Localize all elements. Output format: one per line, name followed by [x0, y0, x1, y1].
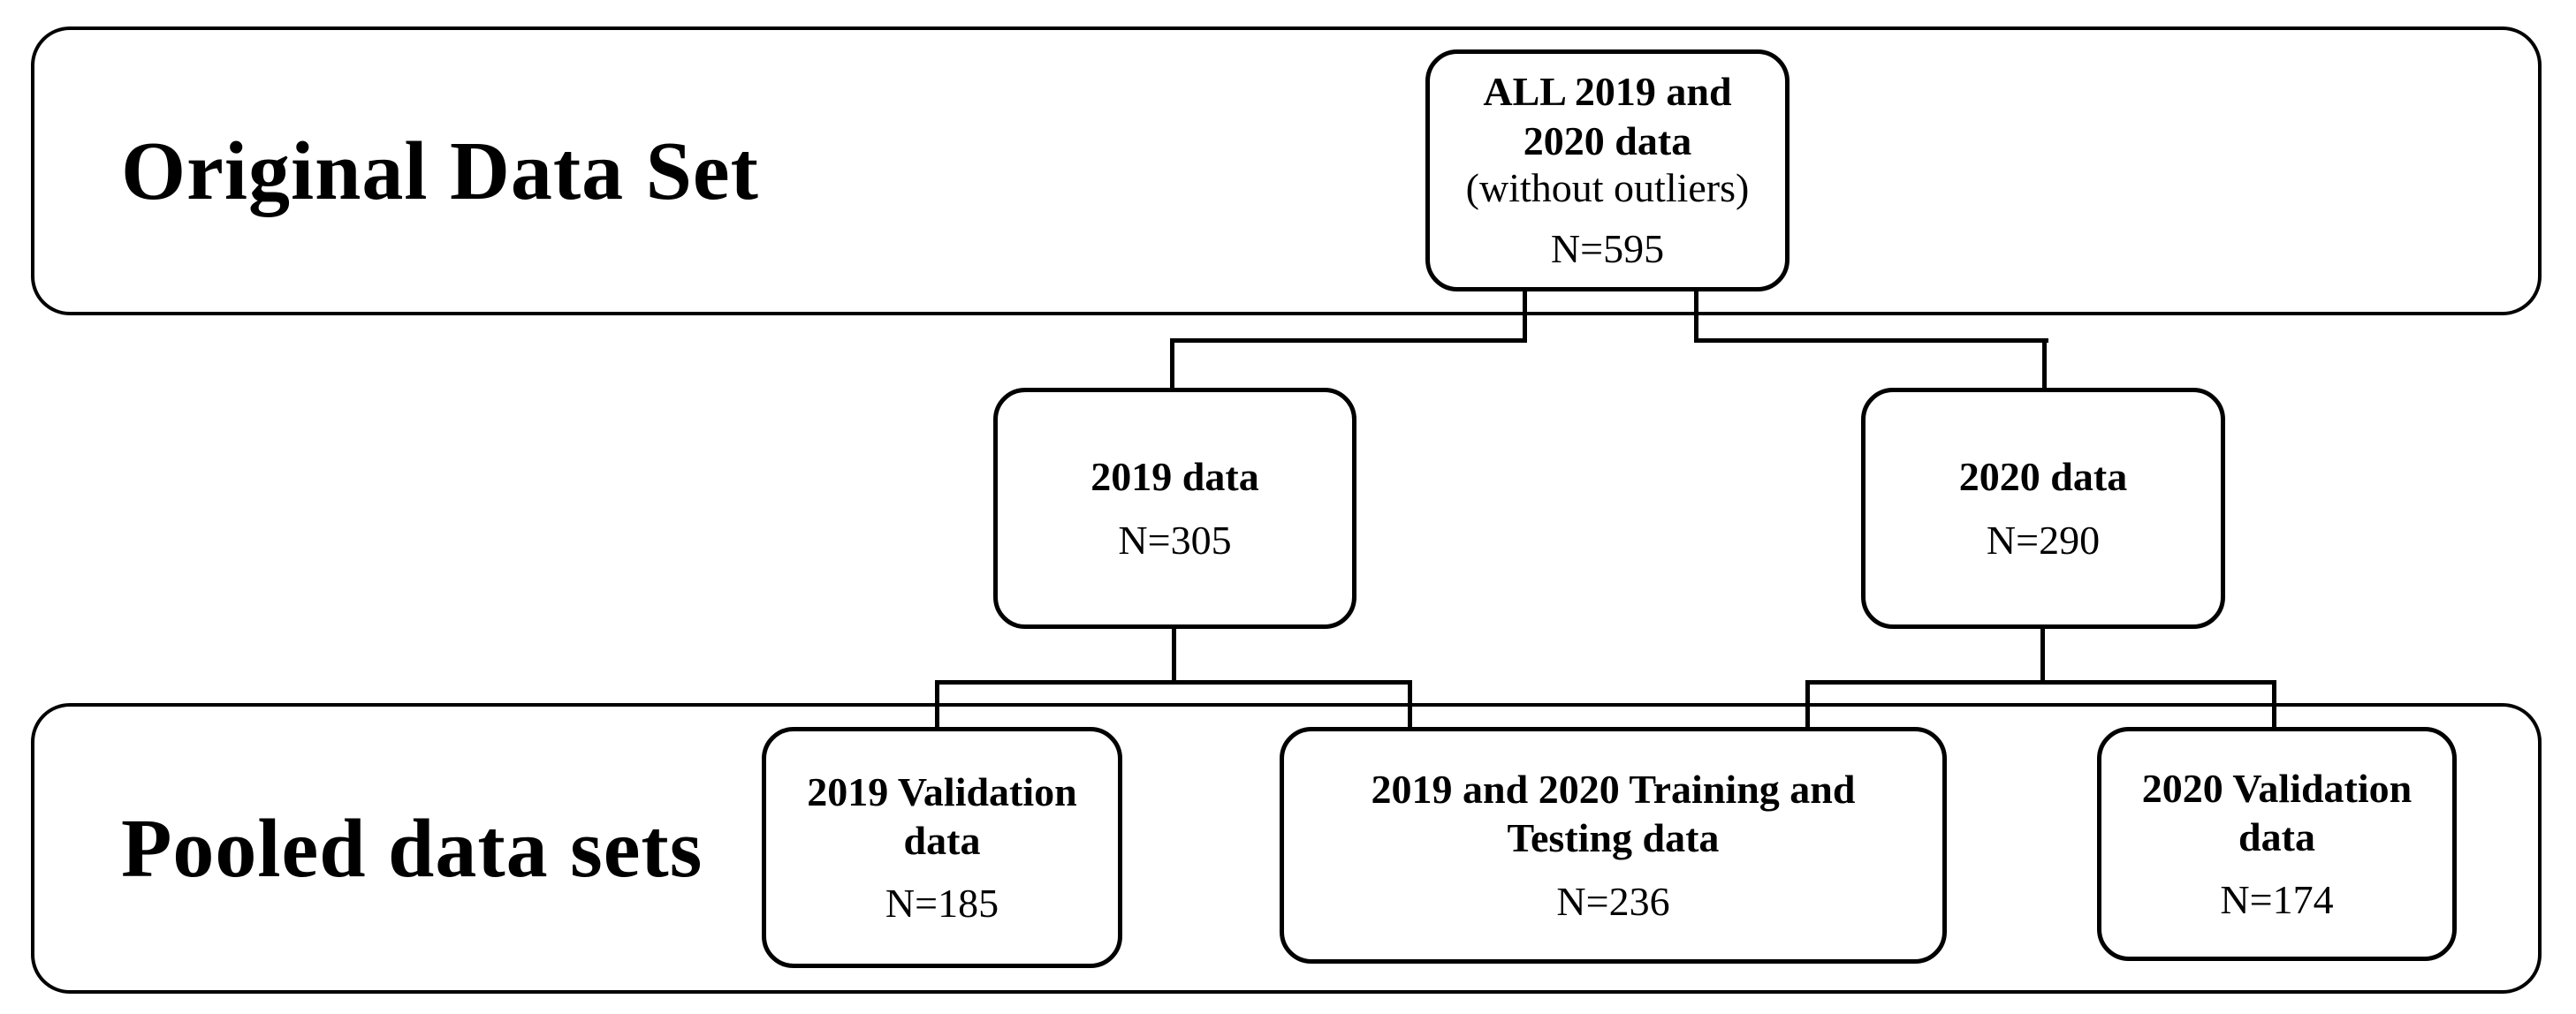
original-dataset-section: Original Data Set: [31, 26, 2542, 315]
pooled-datasets-section: Pooled data sets: [31, 703, 2542, 994]
connector-2019-branch: [935, 680, 1412, 685]
node-2020-data: 2020 data N=290: [1861, 388, 2225, 629]
node-2020-data-title: 2020 data: [1958, 454, 2128, 500]
connector-root-stub-left: [1523, 288, 1527, 343]
node-all-data-title: ALL 2019 and 2020 data: [1483, 69, 1732, 163]
node-2019-validation: 2019 Validation data N=185: [762, 727, 1122, 968]
connector-drop-2019: [1170, 338, 1174, 390]
node-all-data-note: (without outliers): [1465, 164, 1750, 210]
node-2019-validation-count: N=185: [885, 881, 999, 927]
node-training-testing-count: N=236: [1556, 878, 1670, 924]
node-all-data: ALL 2019 and 2020 data (without outliers…: [1425, 49, 1790, 291]
node-2020-data-count: N=290: [1986, 517, 2101, 563]
node-2020-validation: 2020 Validation data N=174: [2097, 727, 2457, 961]
node-training-testing-title: 2019 and 2020 Training and Testing data: [1371, 767, 1856, 861]
connector-drop-2020-valid: [2272, 680, 2276, 729]
connector-2019-stub: [1172, 628, 1176, 685]
connector-2020-branch: [1805, 680, 2276, 685]
original-dataset-title: Original Data Set: [121, 125, 759, 217]
node-2020-validation-title: 2020 Validation data: [2141, 765, 2413, 859]
node-2019-data-count: N=305: [1118, 517, 1232, 563]
node-all-data-count: N=595: [1550, 226, 1665, 272]
node-training-testing: 2019 and 2020 Training and Testing data …: [1280, 727, 1947, 964]
connector-2020-stub: [2040, 628, 2045, 685]
node-2019-data: 2019 data N=305: [993, 388, 1356, 629]
connector-root-stub-right: [1694, 288, 1698, 343]
connector-branch-left: [1170, 338, 1527, 343]
node-2019-validation-title: 2019 Validation data: [807, 768, 1077, 863]
node-2019-data-title: 2019 data: [1090, 454, 1259, 500]
pooled-datasets-title: Pooled data sets: [121, 802, 703, 895]
connector-drop-train-right: [1805, 680, 1810, 729]
connector-drop-2019-valid: [935, 680, 939, 729]
connector-branch-right: [1694, 338, 2048, 343]
connector-drop-train-left: [1408, 680, 1412, 729]
connector-drop-2020: [2042, 338, 2047, 390]
node-2020-validation-count: N=174: [2220, 877, 2334, 923]
